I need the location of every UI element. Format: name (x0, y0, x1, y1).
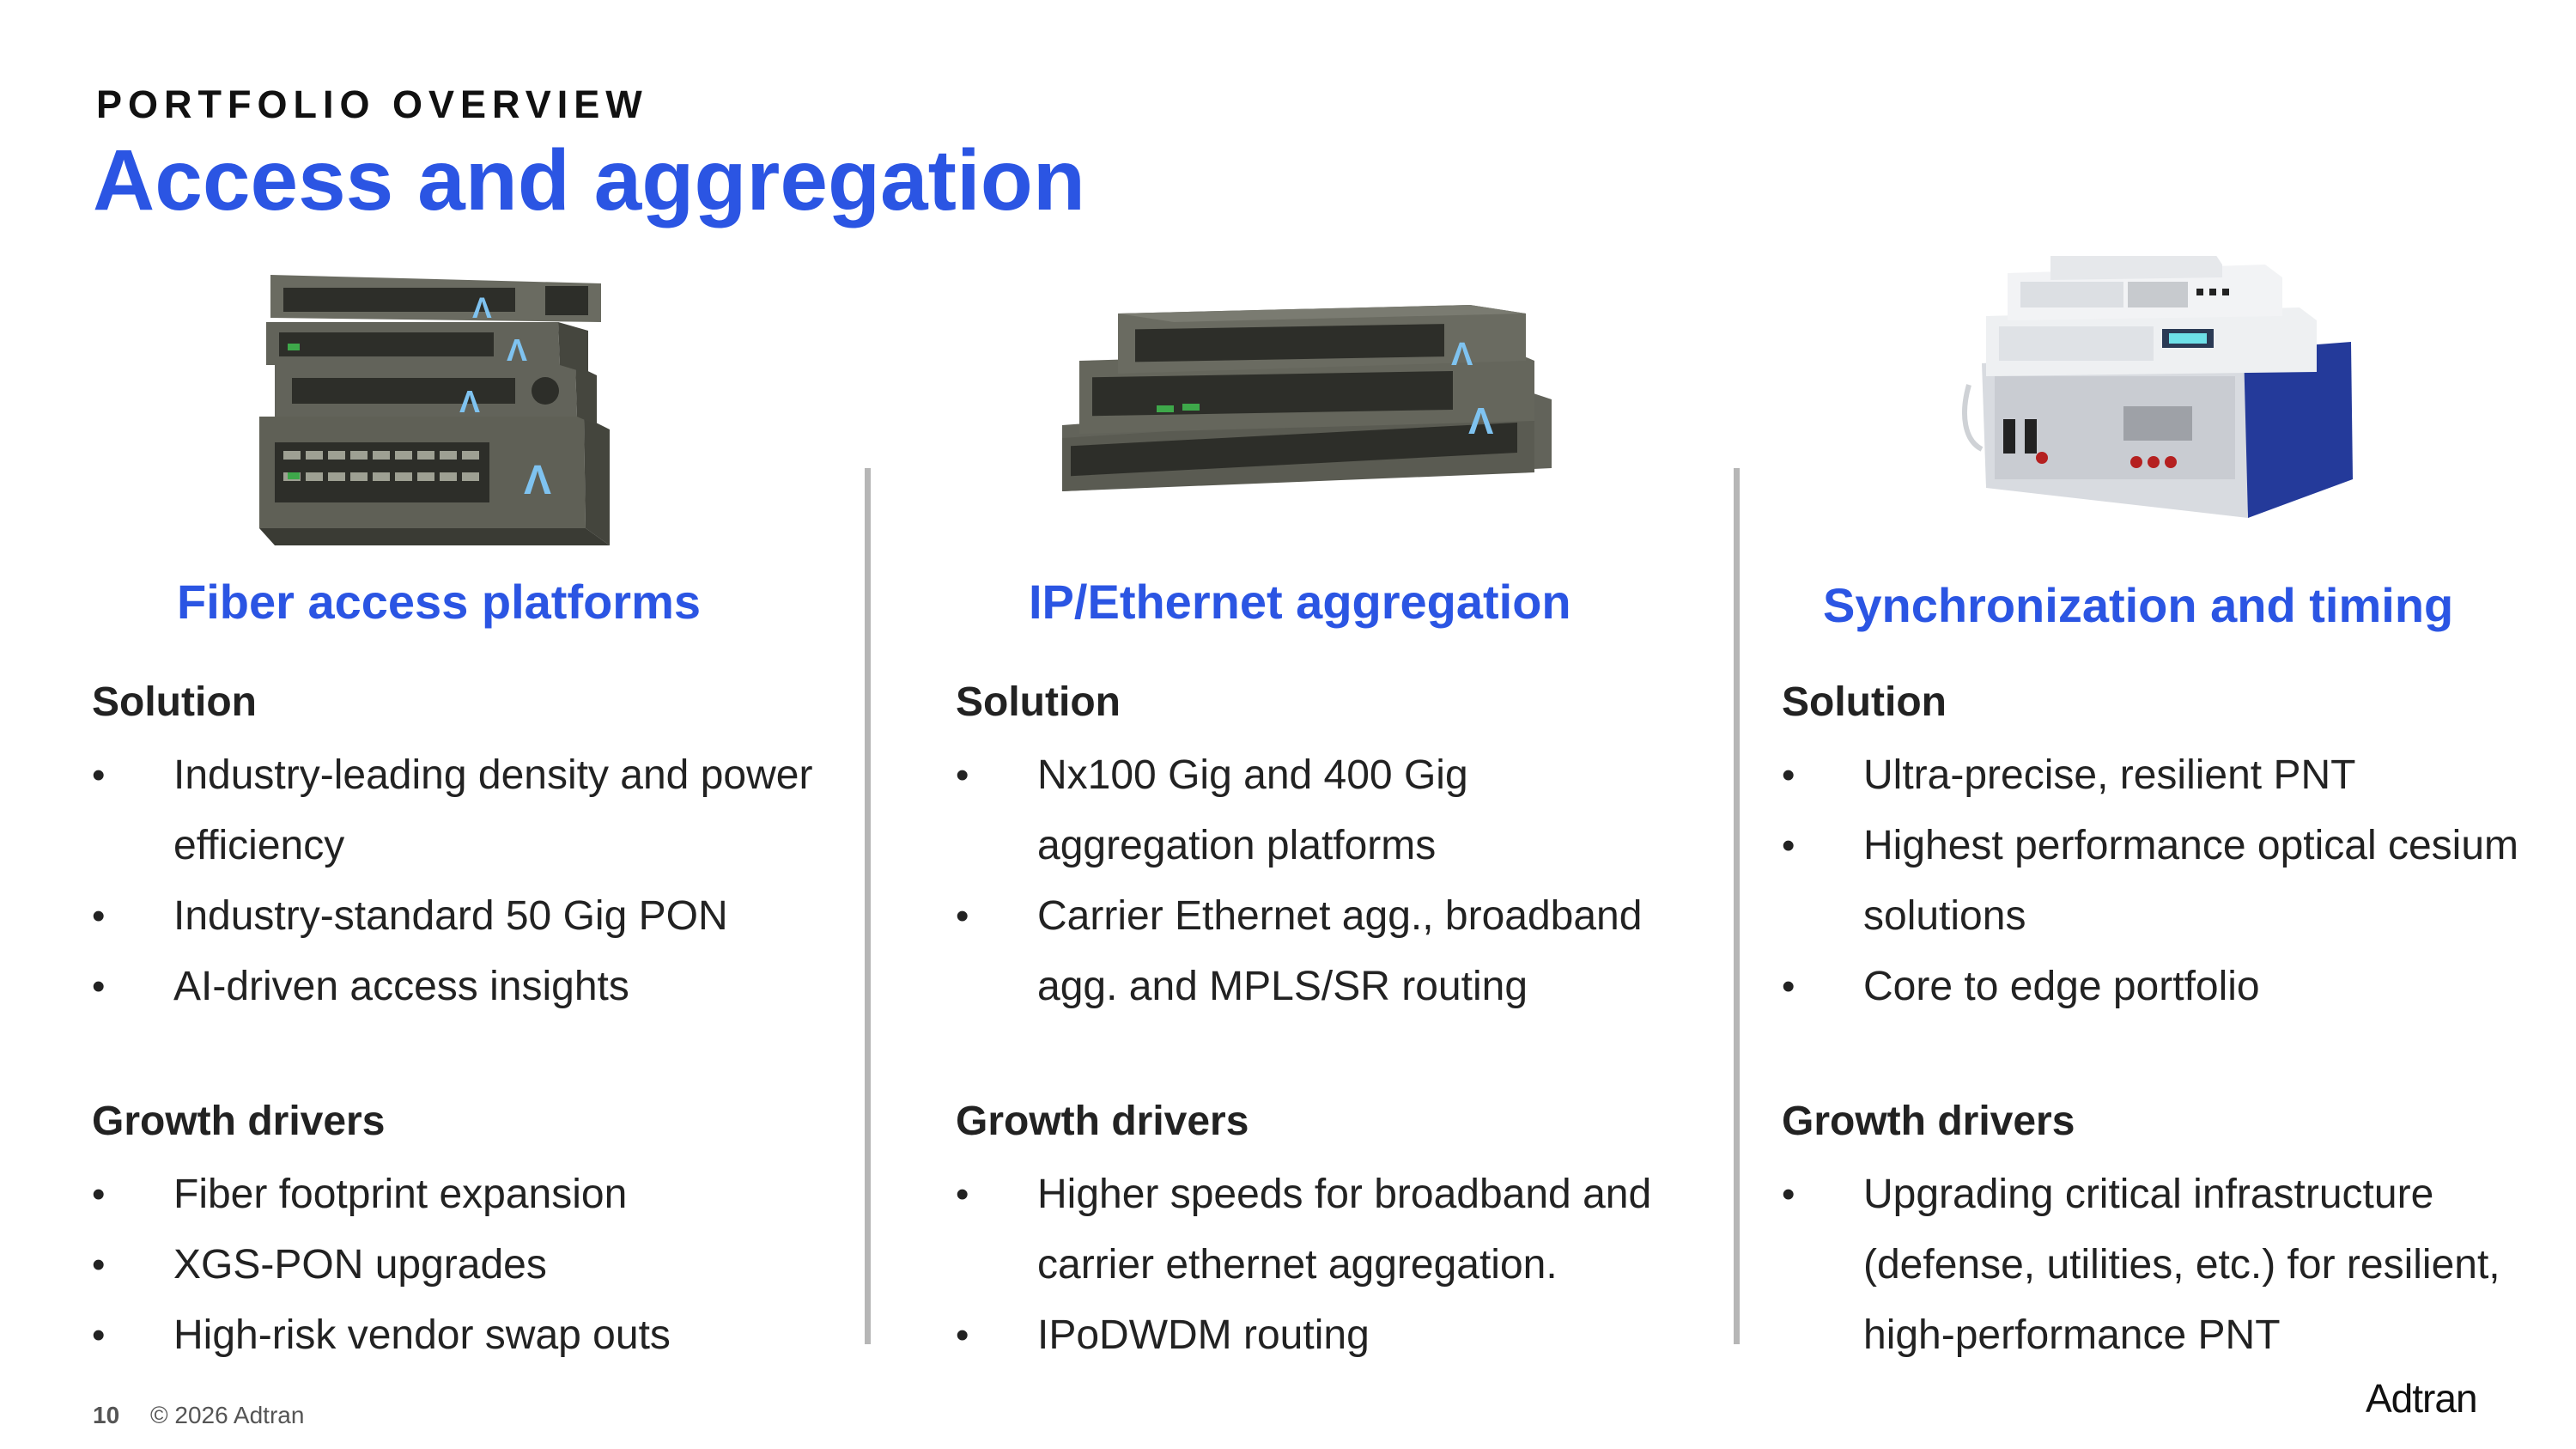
column-fiber-access: Λ Λ Λ Λ Fiber access platforms Solution … (0, 0, 859, 1449)
list-item: • Core to edge portfolio (1782, 952, 2537, 1022)
bullet-icon: • (92, 754, 106, 796)
list-item: • Fiber footprint expansion (92, 1160, 830, 1230)
timing-server-chassis-icon (1962, 256, 2353, 518)
list-item: • IPoDWDM routing (956, 1300, 1694, 1371)
bullet-icon: • (956, 895, 969, 937)
bullet-icon: • (956, 754, 969, 796)
svg-text:Λ: Λ (1468, 400, 1494, 442)
eyebrow-label: PORTFOLIO OVERVIEW (96, 82, 648, 126)
list-item: • AI-driven access insights (92, 952, 830, 1022)
list-item-text: Fiber footprint expansion (173, 1172, 628, 1217)
bullet-icon: • (92, 1244, 106, 1286)
bullet-icon: • (92, 1173, 106, 1215)
column-heading: Synchronization and timing (1823, 578, 2454, 632)
copyright: © 2026 Adtran (150, 1402, 305, 1428)
growth-title: Growth drivers (956, 1099, 1249, 1144)
adtran-logo-text: Adtran (2366, 1376, 2477, 1421)
list-item-text: Nx100 Gig and 400 Gig aggregation platfo… (1037, 752, 1468, 868)
list-item: • Industry-leading density and power effi… (92, 740, 830, 881)
adtran-logo: Adtran (2366, 1376, 2478, 1421)
bullet-icon: • (92, 965, 106, 1008)
bullet-icon: • (92, 1314, 106, 1356)
stacked-olt-chassis-icon: Λ Λ Λ Λ (259, 275, 610, 545)
list-item: • Carrier Ethernet agg., broadband agg. a… (956, 881, 1724, 1022)
solution-title: Solution (92, 679, 257, 725)
bullet-icon: • (92, 895, 106, 937)
solution-list: • Ultra-precise, resilient PNT • Highest p… (1782, 740, 2537, 1022)
svg-text:Λ: Λ (524, 458, 551, 503)
list-item: • XGS-PON upgrades (92, 1230, 830, 1300)
bullet-icon: • (956, 1173, 969, 1215)
list-item-text: Industry-standard 50 Gig PON (173, 893, 728, 939)
page-title: Access and aggregation (93, 132, 1085, 228)
list-item: • Higher speeds for broadband and carrier… (956, 1160, 1716, 1300)
growth-title: Growth drivers (1782, 1099, 2075, 1144)
list-item-text: Ultra-precise, resilient PNT (1863, 752, 2356, 798)
list-item-text: Highest performance optical cesium solut… (1863, 823, 2519, 939)
column-divider (1734, 468, 1740, 1344)
growth-title: Growth drivers (92, 1099, 386, 1144)
list-item: • Highest performance optical cesium solu… (1782, 811, 2542, 952)
list-item-text: IPoDWDM routing (1037, 1312, 1370, 1358)
stacked-aggregation-routers-icon: Λ Λ (1062, 305, 1552, 491)
solution-title: Solution (1782, 679, 1947, 725)
growth-list: • Fiber footprint expansion • XGS-PON upgr… (92, 1160, 830, 1371)
list-item-text: Core to edge portfolio (1863, 964, 2260, 1009)
solution-list: • Industry-leading density and power effi… (92, 740, 830, 1022)
list-item: • Ultra-precise, resilient PNT (1782, 740, 2537, 811)
page-number: 10 (93, 1402, 120, 1428)
bullet-icon: • (1782, 1173, 1795, 1215)
column-heading: Fiber access platforms (177, 575, 702, 629)
list-item-text: Industry-leading density and power effic… (173, 752, 813, 868)
column-divider (865, 468, 871, 1344)
list-item: • High-risk vendor swap outs (92, 1300, 830, 1371)
solution-list: • Nx100 Gig and 400 Gig aggregation platf… (956, 740, 1694, 1022)
svg-text:Λ: Λ (459, 384, 480, 419)
list-item: • Industry-standard 50 Gig PON (92, 881, 805, 952)
list-item-text: XGS-PON upgrades (173, 1242, 547, 1288)
list-item-text: High-risk vendor swap outs (173, 1312, 671, 1358)
list-item-text: Higher speeds for broadband and carrier … (1037, 1172, 1652, 1288)
list-item-text: Carrier Ethernet agg., broadband agg. an… (1037, 893, 1643, 1009)
bullet-icon: • (1782, 965, 1795, 1008)
list-item-text: Upgrading critical infrastructure (defen… (1863, 1172, 2500, 1358)
column-ip-ethernet: Λ Λ IP/Ethernet aggregation Solution • Nx… (956, 305, 1694, 1371)
bullet-icon: • (1782, 754, 1795, 796)
list-item: • Upgrading critical infrastructure (defe… (1782, 1160, 2555, 1371)
list-item-text: AI-driven access insights (173, 964, 629, 1009)
svg-text:Λ: Λ (507, 332, 527, 368)
list-item: • Nx100 Gig and 400 Gig aggregation platf… (956, 740, 1621, 881)
bullet-icon: • (1782, 825, 1795, 867)
svg-text:Λ: Λ (1451, 337, 1473, 373)
solution-title: Solution (956, 679, 1121, 725)
growth-list: • Higher speeds for broadband and carrier… (956, 1160, 1694, 1371)
svg-text:Λ: Λ (472, 292, 492, 325)
column-heading: IP/Ethernet aggregation (1029, 575, 1571, 629)
growth-list: • Upgrading critical infrastructure (defe… (1782, 1160, 2537, 1371)
bullet-icon: • (956, 1314, 969, 1356)
